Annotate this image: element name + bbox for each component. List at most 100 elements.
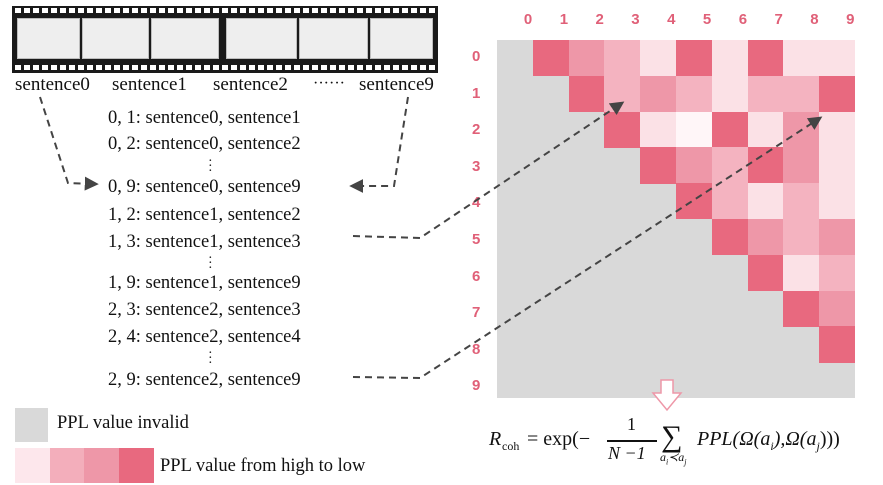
film-perforation	[150, 8, 156, 13]
pair-item: 0, 9: sentence0, sentence9	[108, 177, 301, 197]
legend-gradient-swatch	[49, 448, 85, 483]
row-label: 1	[472, 84, 481, 102]
pair-item: 1, 2: sentence1, sentence2	[108, 205, 301, 225]
film-perforation	[303, 8, 309, 13]
film-perforation	[402, 65, 408, 70]
pair-item: 1, 9: sentence1, sentence9	[108, 273, 301, 293]
film-perforation	[348, 8, 354, 13]
film-perforation	[168, 8, 174, 13]
vertical-ellipsis: ···	[208, 251, 213, 276]
matrix-cell	[640, 147, 677, 184]
film-perforation	[384, 8, 390, 13]
film-perforation	[429, 65, 435, 70]
matrix-cell	[640, 40, 677, 77]
matrix-cell	[819, 326, 856, 363]
film-perforation	[231, 65, 237, 70]
film-perforation	[231, 8, 237, 13]
column-label: 6	[738, 11, 748, 28]
column-label: 1	[559, 11, 569, 28]
matrix-cell	[568, 75, 605, 113]
ellipsis: ······	[313, 75, 345, 92]
film-perforation	[96, 65, 102, 70]
film-perforation	[429, 8, 435, 13]
film-perforation	[420, 65, 426, 70]
film-perforation	[375, 8, 381, 13]
column-label: 9	[846, 11, 855, 28]
film-perforation	[330, 8, 336, 13]
pair-item: 0, 2: sentence0, sentence2	[108, 134, 301, 154]
film-perforation	[51, 8, 57, 13]
film-perforation	[285, 8, 291, 13]
film-perforation	[375, 65, 381, 70]
formula-body: PPL(Ω(ai),Ω(aj)))	[697, 428, 840, 454]
film-perforation	[141, 8, 147, 13]
film-perforation	[60, 65, 66, 70]
film-perforation	[321, 65, 327, 70]
film-frame	[226, 18, 297, 59]
film-perforation	[159, 65, 165, 70]
legend-gradient-swatch	[118, 448, 154, 483]
matrix-cell	[819, 290, 856, 327]
film-perforation	[24, 65, 30, 70]
film-perforation	[159, 8, 165, 13]
row-label: 8	[472, 340, 481, 358]
film-perforation	[294, 8, 300, 13]
film-perforation	[330, 65, 336, 70]
film-perforation	[186, 8, 192, 13]
film-perforation	[312, 65, 318, 70]
matrix-cell	[819, 183, 856, 220]
film-perforation	[366, 65, 372, 70]
film-frame	[151, 18, 219, 59]
film-perforation	[33, 8, 39, 13]
film-perforation	[195, 8, 201, 13]
film-frame	[17, 18, 80, 59]
film-perforation	[51, 65, 57, 70]
formula-text: PPL(Ω(a	[697, 428, 771, 450]
matrix-cell	[747, 40, 784, 77]
sentence-label: sentence2	[213, 74, 288, 95]
film-perforation	[303, 65, 309, 70]
film-perforation	[357, 65, 363, 70]
row-label: 3	[472, 157, 481, 175]
film-perforation	[15, 8, 21, 13]
down-arrow-icon	[651, 379, 683, 412]
film-perforation	[96, 8, 102, 13]
film-perforation	[384, 65, 390, 70]
film-frame	[299, 18, 368, 59]
row-label: 4	[472, 194, 481, 212]
film-perforation	[177, 65, 183, 70]
formula-text: ),Ω(a	[773, 428, 817, 450]
matrix-cell	[676, 40, 713, 77]
film-perforation	[33, 65, 39, 70]
row-label: 9	[472, 377, 481, 395]
matrix-cell	[747, 111, 784, 148]
arrow-pair29-to-cell	[352, 116, 823, 380]
film-perforation	[276, 8, 282, 13]
film-perforation	[420, 8, 426, 13]
sentence-label: sentence0	[15, 74, 90, 95]
matrix-cell	[676, 147, 713, 184]
film-perforation	[69, 65, 75, 70]
matrix-cell	[819, 219, 856, 256]
film-perforation	[366, 8, 372, 13]
film-frame	[82, 18, 149, 59]
arrow-sentence9-to-pair	[349, 96, 409, 193]
row-label: 2	[472, 121, 481, 139]
legend-gradient	[15, 448, 154, 483]
film-perforation	[294, 65, 300, 70]
matrix-cell	[783, 75, 820, 113]
matrix-cell	[676, 75, 713, 113]
film-perforation	[213, 65, 219, 70]
film-perforation	[105, 65, 111, 70]
formula-text: i	[666, 457, 669, 467]
film-perforation	[168, 65, 174, 70]
film-strip	[12, 6, 438, 73]
matrix-cell	[640, 75, 677, 113]
matrix-cell	[747, 254, 784, 292]
column-label: 8	[810, 11, 819, 28]
column-label: 0	[523, 11, 533, 28]
film-perforation	[204, 65, 210, 70]
matrix-cell	[783, 254, 820, 292]
